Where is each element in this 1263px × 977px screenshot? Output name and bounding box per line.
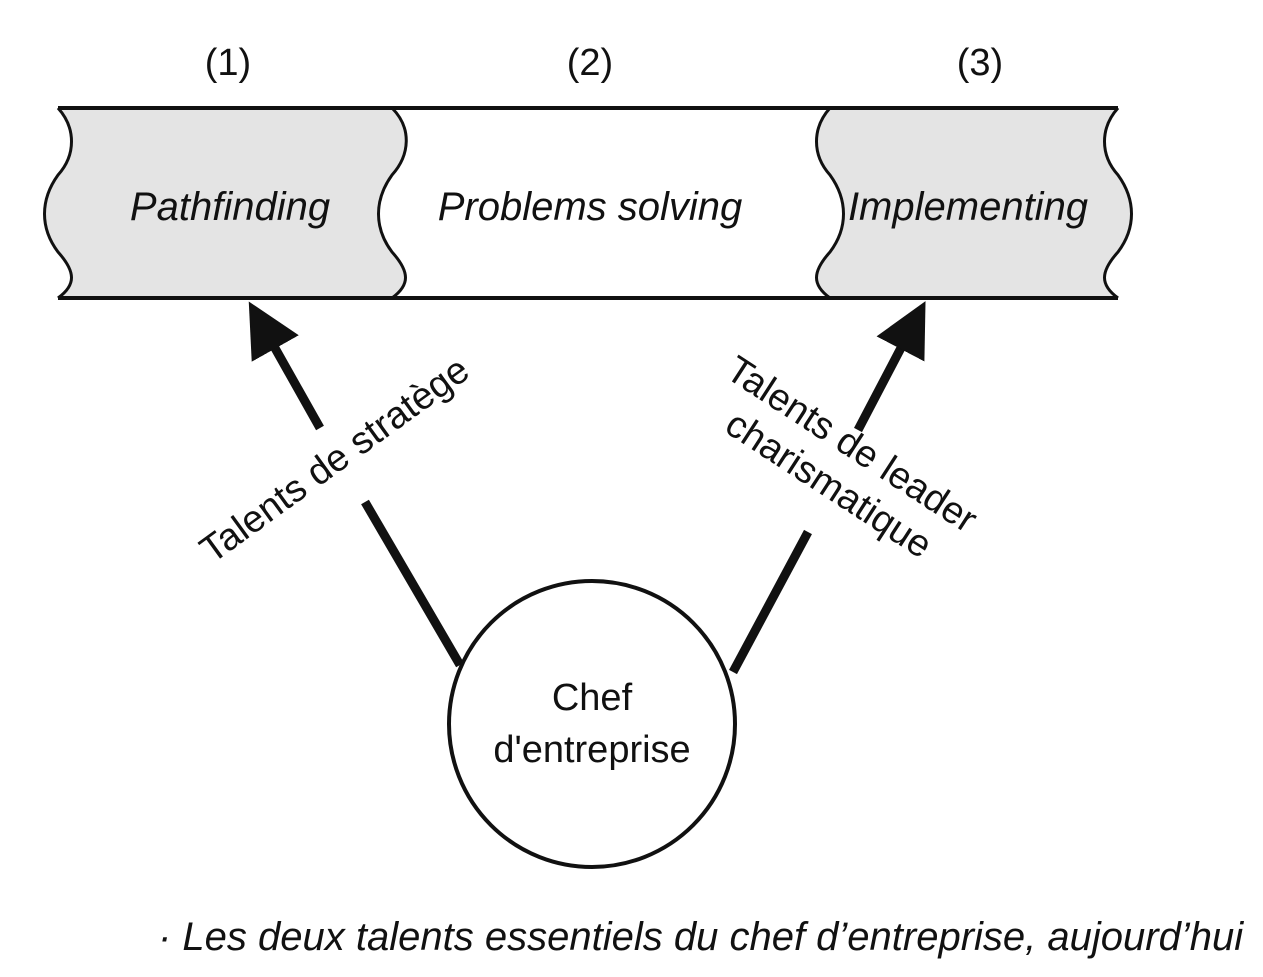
- chef-circle: [447, 579, 737, 869]
- stage-label-implementing: Implementing: [848, 185, 1088, 229]
- stage-segment-implementing: [816, 108, 1132, 298]
- chef-label-line2: d'entreprise: [493, 729, 690, 771]
- stage-segment-problems-solving: [378, 108, 844, 298]
- stage-number-3: (3): [957, 42, 1003, 84]
- stage-label-pathfinding: Pathfinding: [130, 185, 330, 229]
- segment-divider-2: [815, 106, 845, 300]
- stage-label-problems-solving: Problems solving: [438, 185, 743, 229]
- band-right-edge: [1103, 106, 1133, 300]
- right-connector-line: [729, 529, 812, 675]
- talent-label-strategy: Talents de stratège: [193, 349, 477, 572]
- chef-label-line1: Chef: [552, 677, 633, 719]
- right-arrow: [854, 301, 926, 433]
- stage-number-2: (2): [567, 42, 613, 84]
- band-left-edge: [43, 106, 73, 300]
- segment-divider-1: [377, 106, 408, 300]
- diagram-caption: · Les deux talents essentiels du chef d’…: [158, 915, 1244, 959]
- left-connector-line: [361, 499, 464, 668]
- stage-number-1: (1): [205, 42, 251, 84]
- stage-segment-pathfinding: [44, 108, 407, 298]
- left-arrow: [248, 301, 324, 431]
